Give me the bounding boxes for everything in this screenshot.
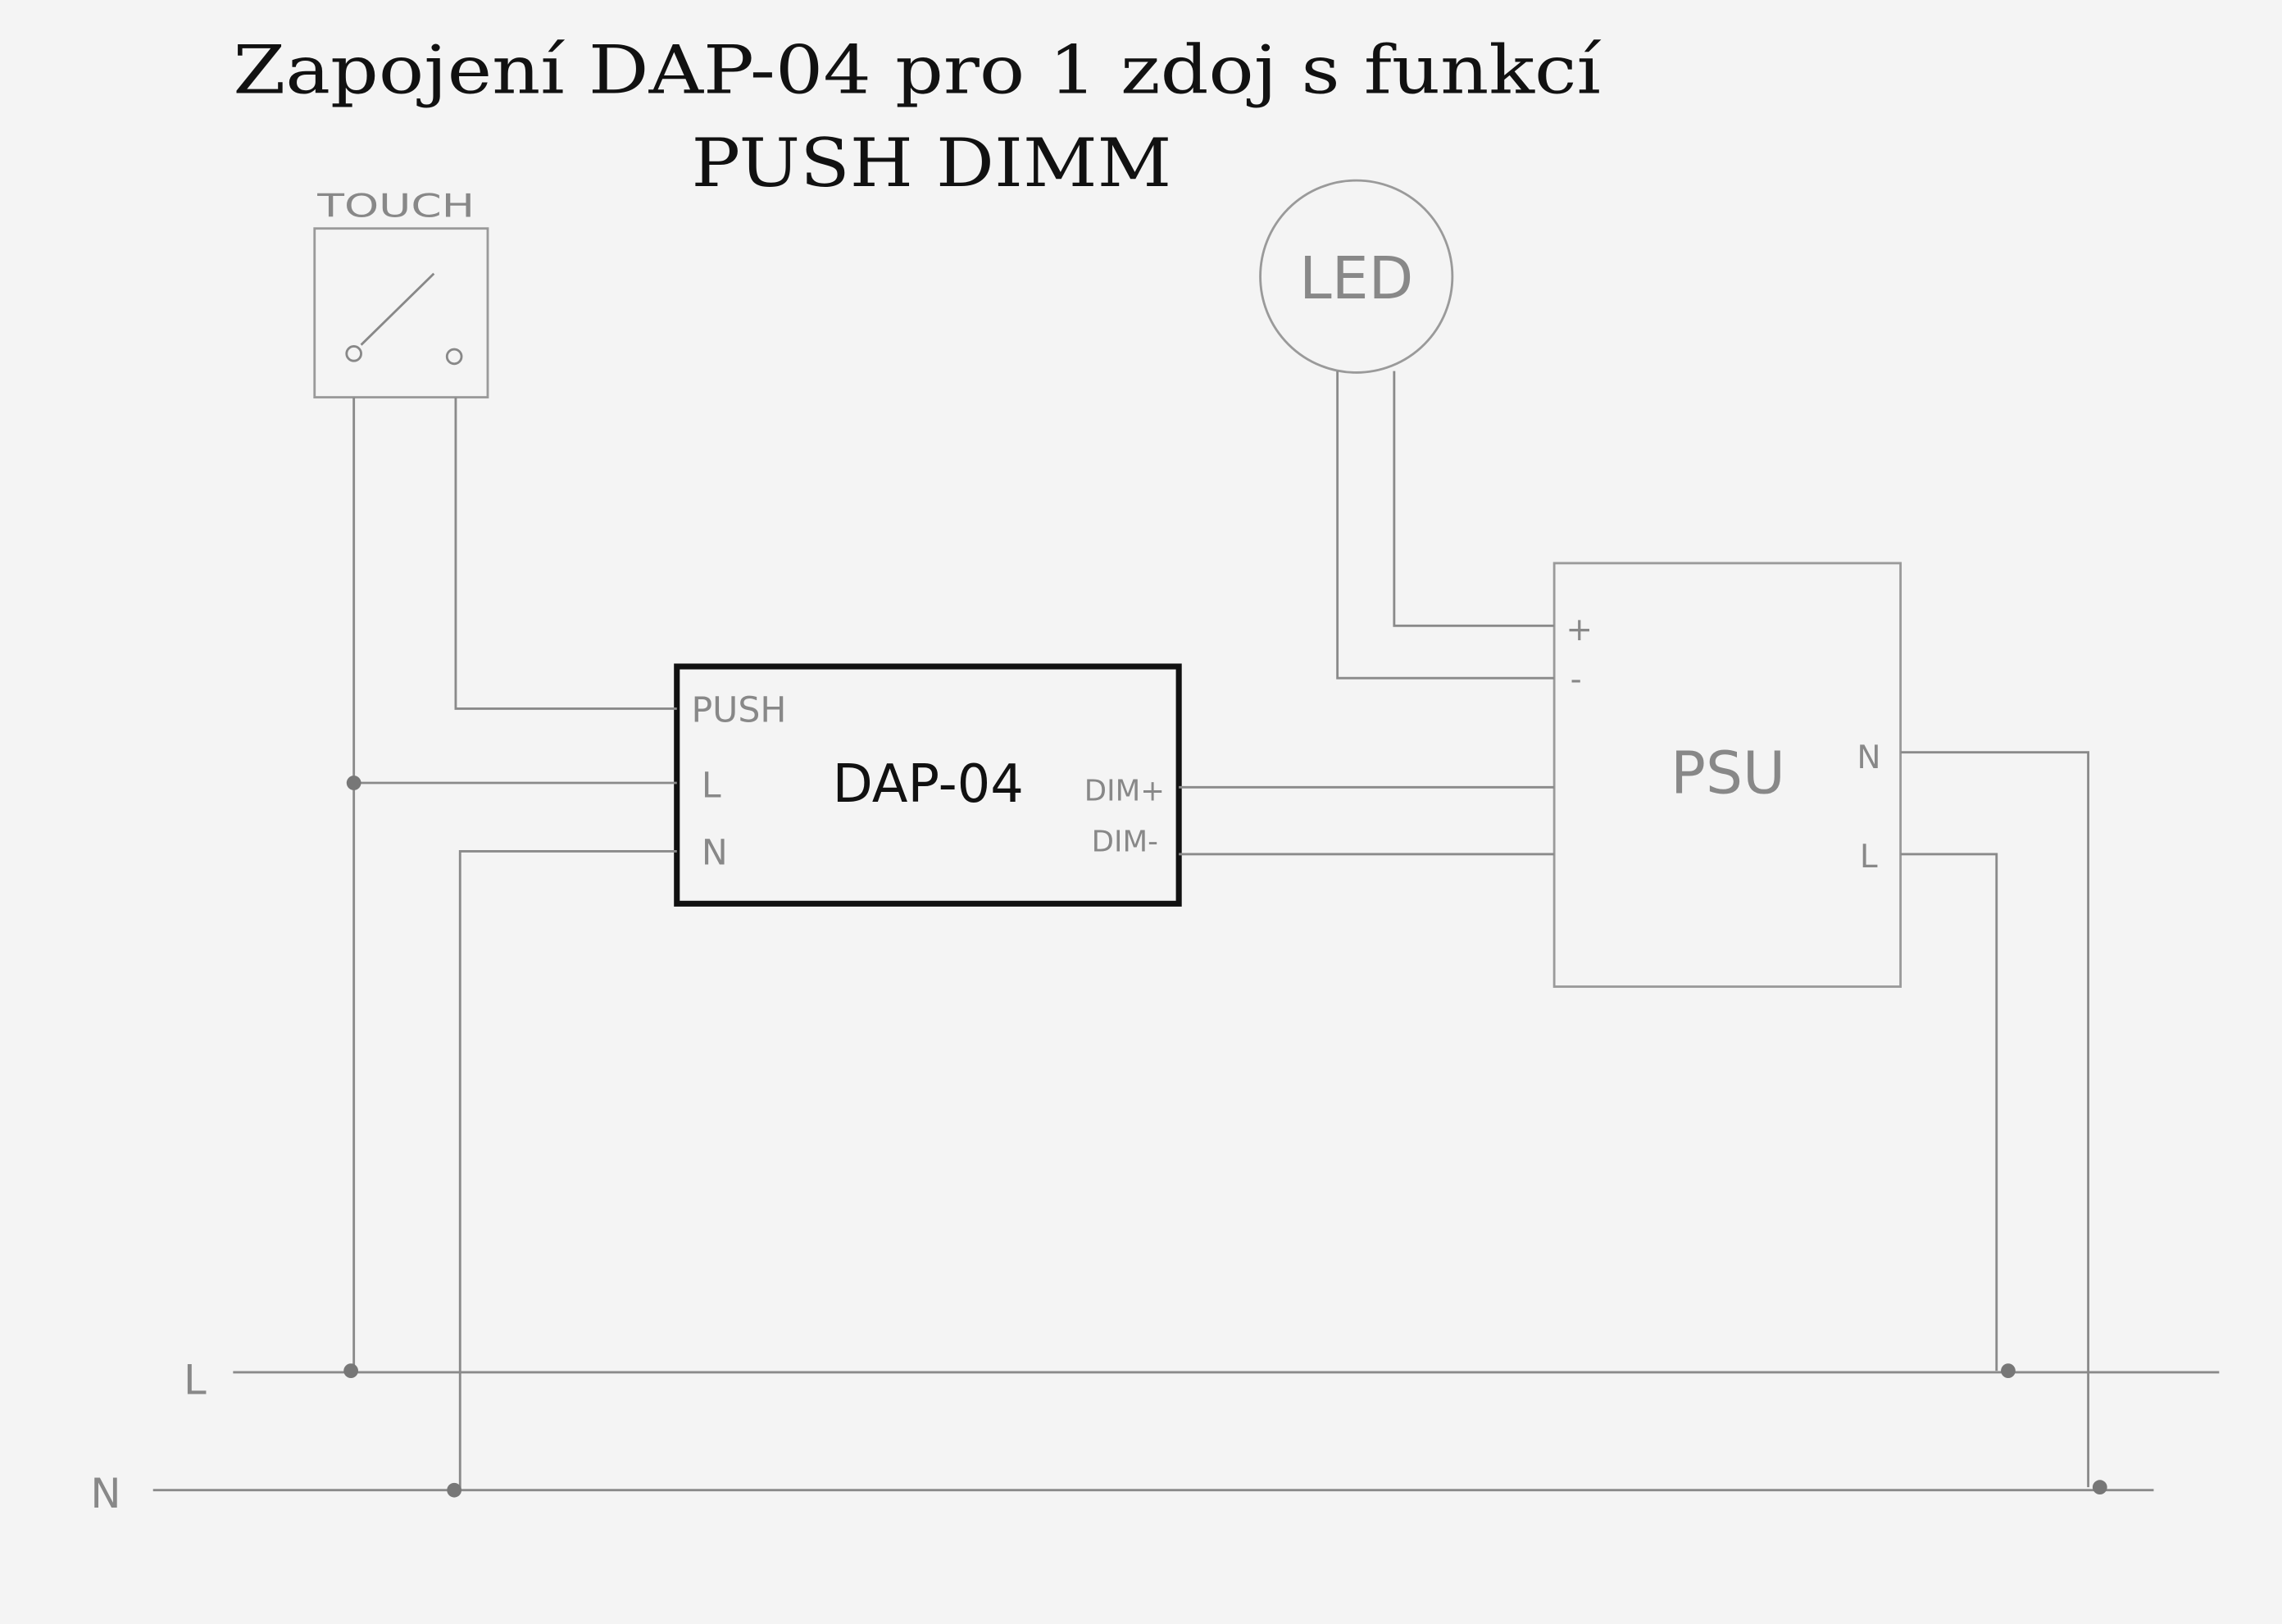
switch-contact-icon [445,348,463,366]
touch-label: TOUCH [316,188,475,225]
switch-contact-icon [345,345,362,362]
title-line-2: PUSH DIMM [691,125,1171,202]
psu-minus-terminal: - [1571,661,1582,698]
dap-04-module: PUSH L N DAP-04 DIM+ DIM- [674,663,1182,907]
dap-dim-plus-terminal: DIM+ [1084,774,1165,807]
psu-plus-terminal: + [1566,612,1593,648]
touch-switch: TOUCH [313,188,489,399]
led-lamp: LED [1259,179,1454,374]
bus-n-label: N [90,1470,120,1517]
psu-n-terminal: N [1857,739,1880,776]
psu-name: PSU [1671,739,1785,807]
dap-l-terminal: L [702,766,721,807]
led-label: LED [1299,244,1413,312]
junction-dots [343,776,2107,1498]
dap-name: DAP-04 [833,754,1024,815]
psu-l-terminal: L [1860,839,1878,876]
switch-lever-icon [360,272,435,346]
bus-l-label: L [184,1357,207,1404]
title-line-1: Zapojení DAP-04 pro 1 zdoj s funkcí [233,32,1602,110]
dap-push-terminal: PUSH [691,689,786,730]
psu-module: PSU + - N L [1552,562,1902,988]
dap-n-terminal: N [702,832,728,873]
dap-dim-minus-terminal: DIM- [1092,825,1158,858]
wires [152,371,2220,1492]
